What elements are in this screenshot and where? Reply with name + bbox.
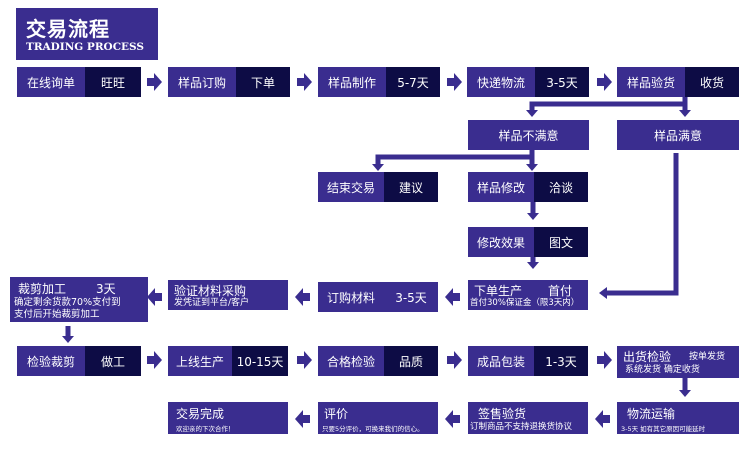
step-label: 物流运输	[627, 407, 676, 421]
step-note: 订制商品不支持退换货协议	[470, 422, 573, 432]
step-sub: 首付	[548, 284, 573, 298]
step-qc: 合格检验 品质	[318, 346, 438, 376]
step-note: 只要5分评价，可换来我们的信心。	[322, 425, 424, 433]
step-label: 检验裁剪	[26, 354, 75, 369]
arrow-right	[147, 73, 162, 91]
step-label: 评价	[324, 407, 349, 421]
step-sample-order: 样品订购 下单	[168, 67, 290, 97]
step-sample-making: 样品制作 5-7天	[318, 67, 440, 97]
down-arrowhead-2	[679, 390, 691, 397]
step-sample-modify: 样品修改 洽谈	[468, 172, 588, 202]
step-note: 确定剩余货款70%支付到	[14, 297, 121, 308]
step-label: 结束交易	[326, 180, 375, 195]
step-label: 修改效果	[476, 235, 525, 250]
sample-not-satisfied: 样品不满意	[468, 120, 589, 150]
step-sub: 洽谈	[534, 172, 588, 202]
step-online-inquiry: 在线询单 旺旺	[17, 67, 141, 97]
row4-arrows	[147, 288, 460, 306]
step-sub: 品质	[384, 346, 438, 376]
step-note: 欢迎亲的下次合作！	[176, 425, 235, 433]
branch-arrowheads	[372, 110, 691, 299]
step-express: 快递物流 3-5天	[467, 67, 589, 97]
step-sub: 10-15天	[232, 346, 288, 376]
step-note: 系统发货 确定收货	[625, 365, 700, 375]
step-deal-complete: 交易完成 欢迎亲的下次合作！	[168, 402, 288, 434]
step-sub: 旺旺	[85, 67, 141, 97]
down-arrowhead	[62, 336, 74, 343]
step-label: 下单生产	[474, 284, 523, 298]
step-note: 支付后开始裁剪加工	[14, 309, 100, 320]
step-buy-material: 订购材料 3-5天	[318, 282, 438, 312]
step-label: 交易完成	[176, 407, 225, 421]
step-cutting: 裁剪加工 3天 确定剩余货款70%支付到 支付后开始裁剪加工	[10, 277, 148, 322]
step-order-production: 下单生产 首付 首付30%保证金（限3天内）	[468, 280, 588, 310]
step-label: 样品修改	[476, 180, 525, 195]
row5-arrows	[147, 351, 612, 369]
header-banner: 交易流程 TRADING PROCESS	[16, 8, 158, 60]
step-sub: 做工	[85, 346, 141, 376]
step-note: 按单发货	[689, 352, 726, 362]
step-shipment-inspect: 出货检验 按单发货 系统发货 确定收货	[617, 346, 739, 378]
step-sub: 下单	[236, 67, 290, 97]
arrow-right	[447, 73, 462, 91]
arrow-right	[297, 73, 312, 91]
step-sub: 收货	[685, 67, 739, 97]
row6-arrows	[295, 410, 610, 428]
step-label: 出货检验	[623, 350, 672, 364]
step-label: 样品制作	[327, 75, 376, 90]
step-label: 快递物流	[476, 75, 525, 90]
step-sub: 建议	[384, 172, 438, 202]
step-end-deal: 结束交易 建议	[318, 172, 438, 202]
step-label: 样品订购	[177, 75, 226, 90]
step-review: 评价 只要5分评价，可换来我们的信心。	[318, 402, 438, 434]
step-sub: 3-5天	[384, 282, 438, 312]
row1-arrows	[147, 73, 612, 91]
title-en: TRADING PROCESS	[26, 41, 144, 53]
step-sub: 1-3天	[534, 346, 588, 376]
step-verify-material: 验证材料采购 发凭证到平台/客户	[168, 280, 288, 310]
step-sub: 图文	[534, 227, 588, 257]
title-zh: 交易流程	[26, 17, 110, 41]
step-label: 订购材料	[326, 290, 375, 305]
step-label: 在线询单	[26, 75, 75, 90]
step-packing: 成品包装 1-3天	[468, 346, 588, 376]
step-label: 合格检验	[326, 354, 375, 369]
step-label: 上线生产	[175, 354, 224, 369]
step-modify-effect: 修改效果 图文	[468, 227, 588, 257]
step-inspect-cutting: 检验裁剪 做工	[17, 346, 141, 376]
step-label: 样品验货	[626, 75, 675, 90]
branch-lines	[375, 97, 688, 296]
step-sub: 5-7天	[386, 67, 440, 97]
step-label: 验证材料采购	[174, 284, 247, 298]
step-online-production: 上线生产 10-15天	[168, 346, 288, 376]
step-label: 裁剪加工	[18, 282, 67, 296]
step-sub: 3-5天	[535, 67, 589, 97]
sample-satisfied: 样品满意	[617, 120, 739, 150]
step-sample-inspect: 样品验货 收货	[617, 67, 739, 97]
step-note: 3-5天 如有其它原因可能延时	[621, 425, 706, 433]
step-sub: 3天	[96, 282, 116, 296]
step-logistics: 物流运输 3-5天 如有其它原因可能延时	[617, 402, 739, 434]
step-label: 成品包装	[476, 354, 525, 369]
arrow-right	[597, 73, 612, 91]
step-note: 首付30%保证金（限3天内）	[470, 298, 580, 308]
step-sign-inspect: 签售验货 订制商品不支持退换货协议	[468, 402, 588, 434]
step-note: 发凭证到平台/客户	[174, 298, 250, 308]
step-label: 签售验货	[478, 407, 527, 421]
